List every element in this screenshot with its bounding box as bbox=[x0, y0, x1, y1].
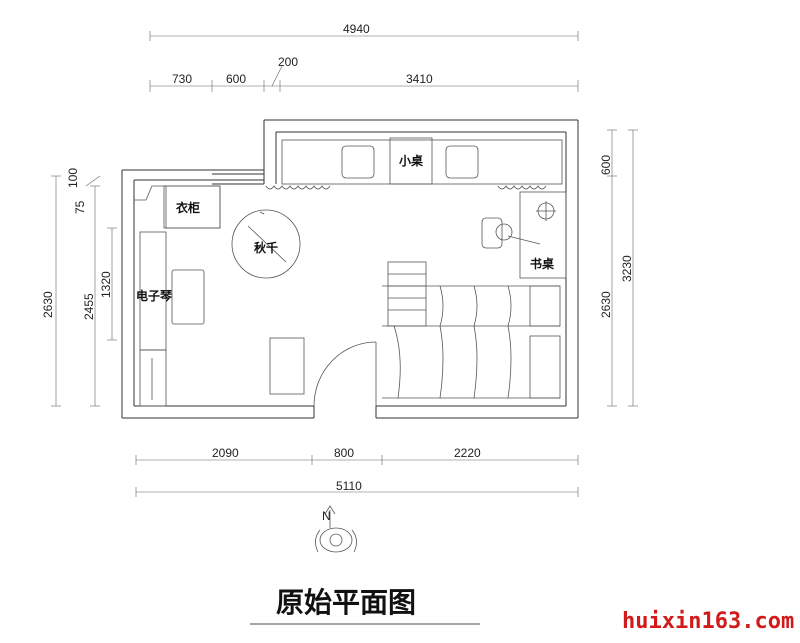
dim-right-600: 600 bbox=[599, 155, 613, 175]
label-piano: 电子琴 bbox=[136, 288, 173, 303]
dim-right-2630: 2630 bbox=[599, 291, 613, 318]
desk bbox=[481, 191, 567, 279]
door bbox=[313, 341, 377, 407]
swing bbox=[231, 209, 301, 279]
top-dimension-lines bbox=[149, 31, 579, 92]
dim-top-seg1: 730 bbox=[172, 72, 192, 86]
label-wardrobe: 衣柜 bbox=[176, 200, 200, 215]
loft-bed bbox=[382, 261, 561, 399]
walls bbox=[121, 119, 579, 419]
dim-right-3230: 3230 bbox=[620, 255, 634, 282]
left-dimension-lines bbox=[51, 175, 117, 407]
dim-bottom-seg2: 800 bbox=[334, 446, 354, 460]
dim-top-seg2: 600 bbox=[226, 72, 246, 86]
watermark: huixin163.com bbox=[622, 609, 794, 634]
compass-label: N bbox=[322, 509, 331, 523]
cabinet bbox=[269, 337, 305, 395]
wardrobe bbox=[134, 185, 221, 229]
right-dimension-lines bbox=[607, 129, 638, 407]
dim-bottom-seg3: 2220 bbox=[454, 446, 481, 460]
dim-left-75: 75 bbox=[73, 200, 87, 214]
dim-bottom-seg1: 2090 bbox=[212, 446, 239, 460]
piano bbox=[139, 231, 205, 407]
label-desk: 书桌 bbox=[530, 256, 555, 271]
plan-title: 原始平面图 bbox=[276, 586, 416, 619]
dim-left-1320: 1320 bbox=[99, 271, 113, 298]
dim-left-inner: 2455 bbox=[82, 293, 96, 320]
dim-top-total: 4940 bbox=[343, 22, 370, 36]
dim-top-seg4: 3410 bbox=[406, 72, 433, 86]
label-swing: 秋千 bbox=[254, 240, 278, 255]
dim-left-100: 100 bbox=[66, 168, 80, 188]
dim-left-outer: 2630 bbox=[41, 291, 55, 318]
window-counter bbox=[265, 137, 563, 190]
dim-bottom-total: 5110 bbox=[336, 479, 362, 493]
dim-top-seg3: 200 bbox=[278, 55, 298, 69]
compass-figure bbox=[315, 505, 357, 553]
bottom-dimension-lines bbox=[135, 455, 579, 497]
label-small-table: 小桌 bbox=[399, 153, 424, 168]
